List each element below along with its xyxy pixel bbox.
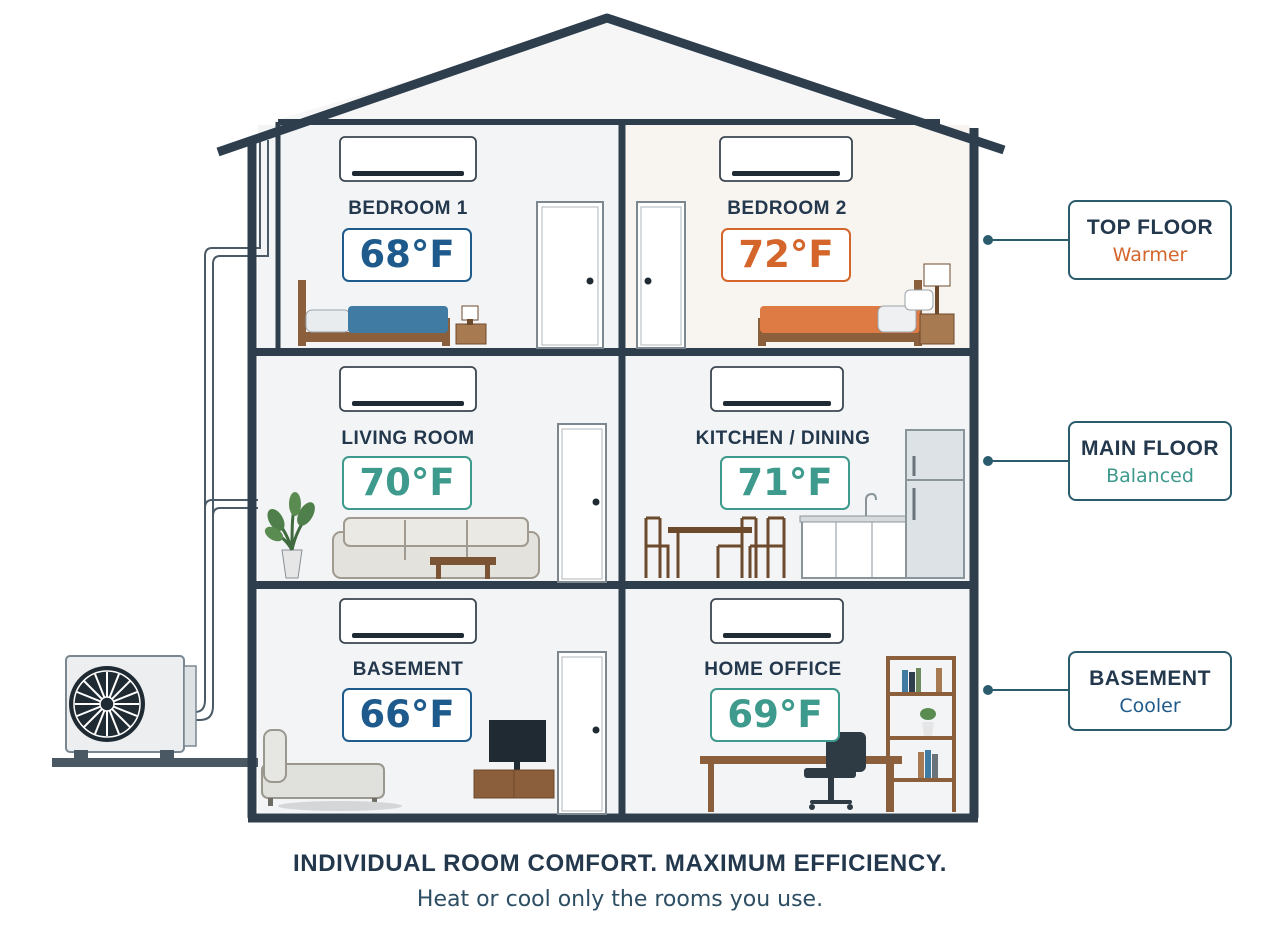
refrigerant-lines (183, 140, 269, 721)
bookshelf (886, 656, 956, 812)
floor-name: TOP FLOOR (1086, 216, 1214, 239)
floor-card-top-floor: TOP FLOOR Warmer (1068, 200, 1232, 280)
temp-readout-kitchen-dining: 71°F (720, 456, 850, 510)
tagline-subtext: Heat or cool only the rooms you use. (416, 887, 824, 912)
doors (536, 201, 686, 815)
room-label-kitchen-dining: KITCHEN / DINING (695, 428, 871, 449)
room-label-home-office: HOME OFFICE (704, 659, 842, 680)
potted-plant (264, 492, 315, 579)
room-label-living-room: LIVING ROOM (341, 428, 475, 449)
temp-readout-basement: 66°F (342, 688, 472, 742)
floor-connectors (988, 239, 1068, 691)
temp-readout-bedroom-1: 68°F (342, 228, 472, 282)
floor-status: Balanced (1106, 465, 1194, 487)
room-label-basement: BASEMENT (352, 659, 464, 680)
room-label-bedroom-1: BEDROOM 1 (348, 198, 468, 219)
kitchen-counter (799, 492, 909, 579)
office-chair (804, 732, 866, 810)
tv-stand (473, 720, 555, 799)
floor-status: Cooler (1119, 695, 1181, 717)
bed-orange (758, 263, 955, 346)
floor-status: Warmer (1112, 244, 1188, 266)
lounge-chair (261, 729, 402, 811)
floor-name: BASEMENT (1089, 667, 1211, 690)
floor-card-main-floor: MAIN FLOOR Balanced (1068, 421, 1232, 501)
temp-readout-bedroom-2: 72°F (721, 228, 851, 282)
room-label-bedroom-2: BEDROOM 2 (727, 198, 847, 219)
outdoor-condenser-unit (52, 655, 258, 767)
refrigerator (905, 429, 965, 579)
sofa (332, 517, 540, 579)
indoor-units (339, 136, 853, 644)
office-desk (700, 756, 902, 812)
books (902, 668, 942, 778)
tagline: INDIVIDUAL ROOM COMFORT. MAXIMUM EFFICIE… (293, 850, 947, 877)
floor-card-basement: BASEMENT Cooler (1068, 651, 1232, 731)
house-outline (216, 13, 1006, 823)
dining-set (644, 516, 786, 578)
bed-blue (298, 280, 487, 346)
floor-name: MAIN FLOOR (1081, 437, 1219, 460)
temp-readout-living-room: 70°F (342, 456, 472, 510)
temp-readout-home-office: 69°F (710, 688, 840, 742)
